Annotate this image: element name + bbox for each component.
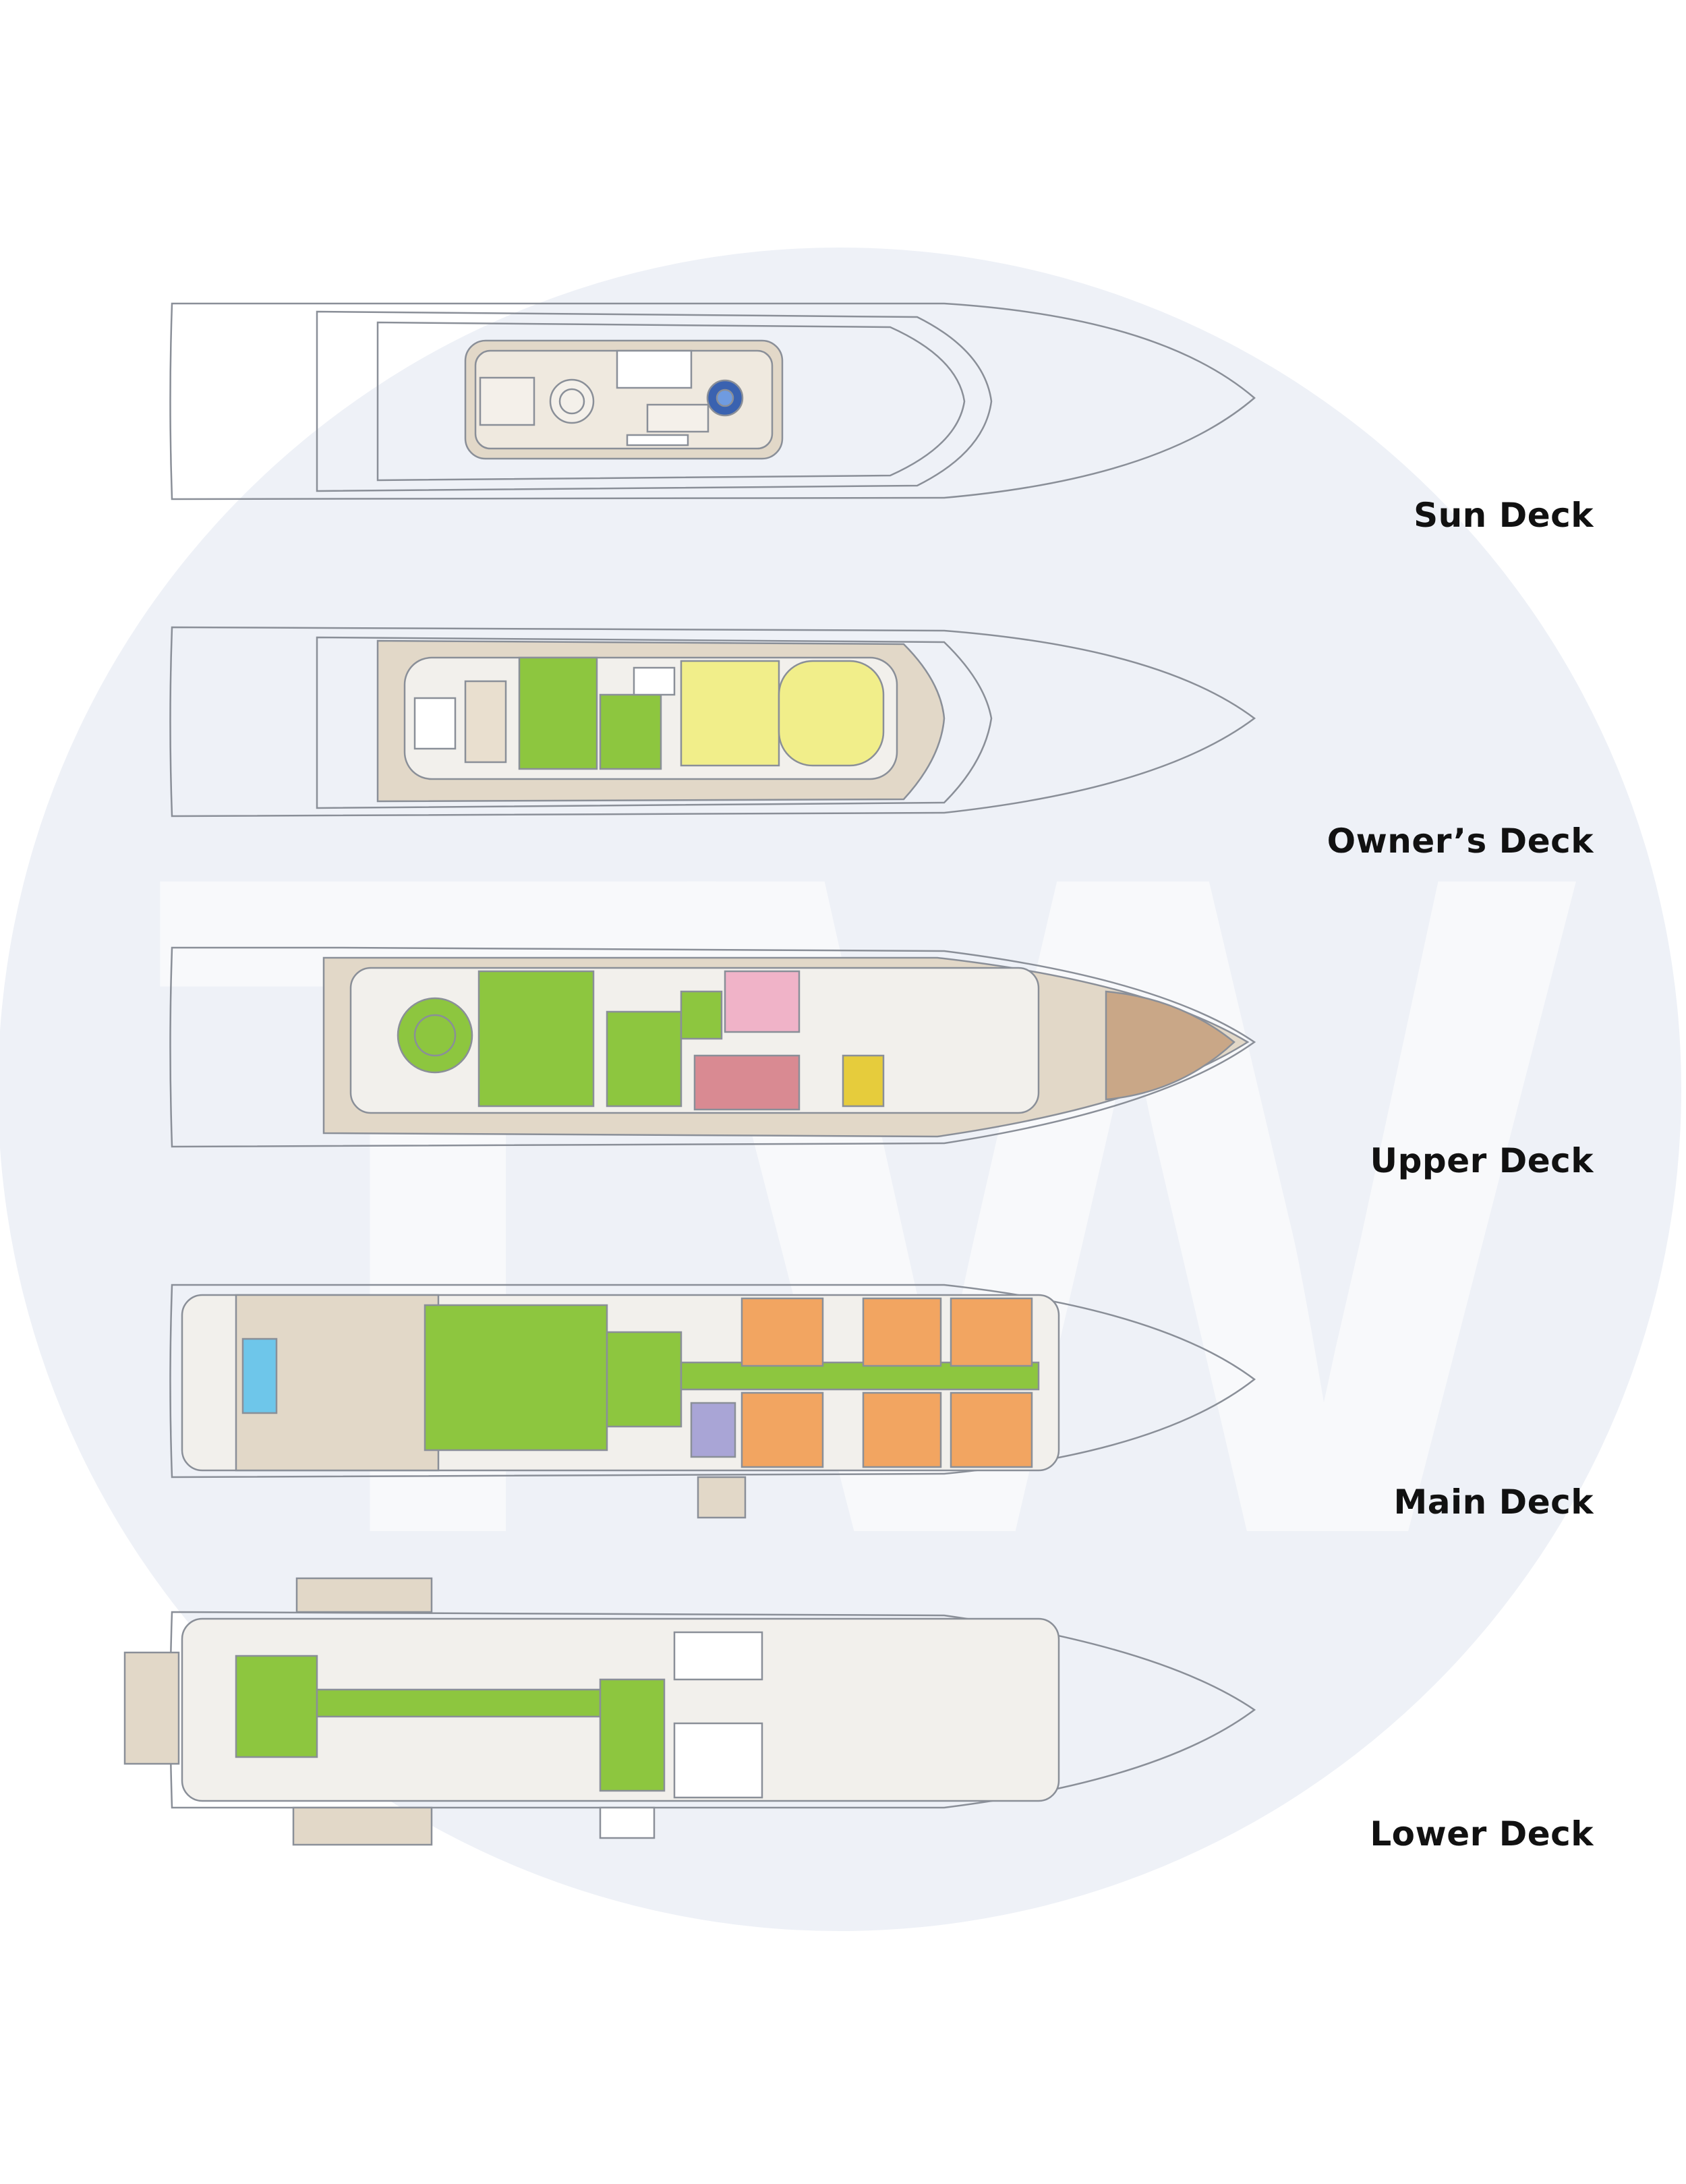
main-deck-plan — [169, 1284, 1256, 1519]
watermark-letters: TW — [150, 677, 1586, 1731]
lower-deck-plan — [123, 1577, 1256, 1846]
lower-deck-label: Lower Deck — [1370, 1814, 1594, 1853]
upper-deck-plan — [169, 946, 1256, 1148]
sun-deck-plan — [169, 302, 1256, 500]
owners-deck-plan — [169, 626, 1256, 817]
owners-deck-label: Owner’s Deck — [1327, 822, 1594, 861]
upper-deck-label: Upper Deck — [1370, 1141, 1594, 1180]
sun-deck-label: Sun Deck — [1414, 496, 1594, 535]
main-deck-label: Main Deck — [1393, 1483, 1594, 1522]
